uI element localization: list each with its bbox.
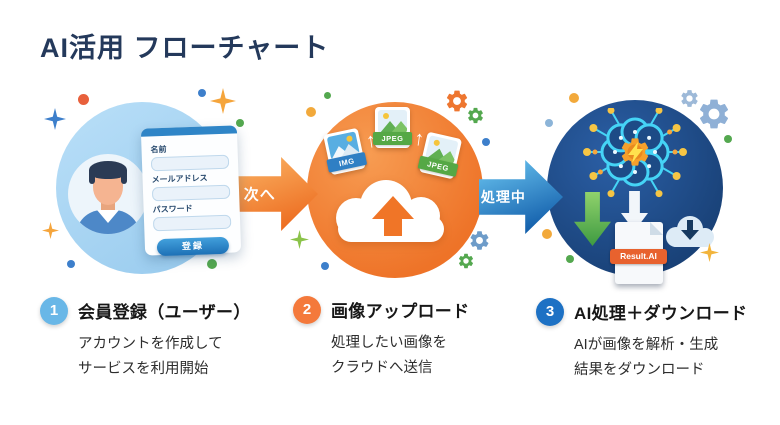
step-2-description-line-1: 処理したい画像を	[331, 335, 447, 351]
dot-decoration	[198, 89, 206, 97]
ai-brain-icon	[583, 108, 687, 198]
step-1-caption: 会員登録（ユーザー） アカウントを作成して サービスを利用開始	[78, 298, 303, 382]
file-icon-jpeg-1: JPEG	[373, 107, 412, 148]
sun-icon	[383, 113, 389, 119]
lightning-icon	[628, 142, 643, 163]
dot-decoration	[306, 107, 316, 117]
step-3-heading: AI処理＋ダウンロード	[574, 304, 748, 323]
sparkle-icon	[44, 108, 66, 130]
gear-icon	[696, 96, 732, 132]
gear-icon	[466, 106, 485, 125]
step-2-heading: 画像アップロード	[331, 302, 470, 321]
step-3-badge: 3	[536, 298, 564, 326]
sun-icon	[433, 139, 441, 147]
page-title: AI活用 フローチャート	[40, 33, 330, 63]
step-2-badge: 2	[293, 296, 321, 324]
signup-form-card: 名前 メールアドレス パスワード 登録	[140, 125, 242, 257]
step-1-badge: 1	[40, 297, 68, 325]
step-1-description-line-2: サービスを利用開始	[78, 360, 209, 377]
signup-email-label: メールアドレス	[151, 173, 208, 185]
avatar-hair-right	[121, 168, 127, 184]
avatar-hair-left	[89, 168, 95, 184]
image-thumbnail	[378, 110, 407, 133]
signup-email-input	[151, 184, 231, 202]
file-icon-jpeg-2: JPEG	[417, 131, 463, 180]
sparkle-icon	[42, 222, 59, 239]
next-arrow-label: 次へ	[243, 186, 276, 204]
signup-password-input	[152, 214, 232, 232]
step-2-description-line-2: クラウドへ送信	[331, 359, 433, 376]
upload-cloud-icon	[336, 180, 444, 242]
sun-icon	[345, 135, 354, 143]
dot-decoration	[324, 92, 331, 99]
next-arrow: 次へ	[236, 157, 318, 231]
dot-decoration	[207, 259, 217, 269]
sparkle-icon	[290, 230, 309, 249]
file-badge-jpeg-1: JPEG	[373, 132, 412, 145]
dot-decoration	[67, 260, 75, 268]
upload-arrow-icon	[372, 196, 414, 236]
upload-illustration: IMG JPEG JPEG ↑ ↑	[307, 102, 483, 278]
dot-decoration	[545, 119, 553, 127]
step-1-description-line-1: アカウントを作成して	[78, 336, 223, 352]
signup-submit-button: 登録	[156, 236, 230, 257]
result-file-icon: Result.AI	[610, 222, 667, 284]
gear-icon	[457, 252, 475, 270]
ai-illustration: Result.AI	[547, 100, 723, 284]
gear-icon	[468, 229, 491, 252]
dot-decoration	[569, 93, 579, 103]
signup-password-label: パスワード	[152, 203, 193, 215]
step-3-description-line-1: AIが画像を解析・生成	[574, 337, 719, 353]
step-3-caption: AI処理＋ダウンロード AIが画像を解析・生成 結果をダウンロード	[574, 299, 780, 383]
dot-decoration	[236, 119, 244, 127]
sparkle-icon	[210, 88, 236, 114]
cloud-download-icon	[666, 216, 714, 247]
dot-decoration	[78, 94, 89, 105]
user-avatar	[68, 154, 148, 234]
processing-arrow-label: 処理中	[480, 189, 526, 205]
result-file-label: Result.AI	[610, 249, 667, 264]
signup-name-input	[150, 154, 230, 172]
step-1-heading: 会員登録（ユーザー）	[78, 303, 251, 322]
step-2-caption: 画像アップロード 処理したい画像を クラウドへ送信	[331, 297, 556, 381]
dot-decoration	[542, 229, 552, 239]
file-icon-img: IMG	[323, 127, 368, 176]
step-3-description-line-2: 結果をダウンロード	[574, 361, 705, 378]
dot-decoration	[724, 135, 732, 143]
dot-decoration	[566, 255, 574, 263]
download-arrow-green-icon	[574, 192, 611, 246]
avatar-hair	[89, 161, 127, 179]
dot-decoration	[482, 138, 490, 146]
dot-decoration	[321, 262, 329, 270]
signup-name-label: 名前	[150, 144, 167, 155]
